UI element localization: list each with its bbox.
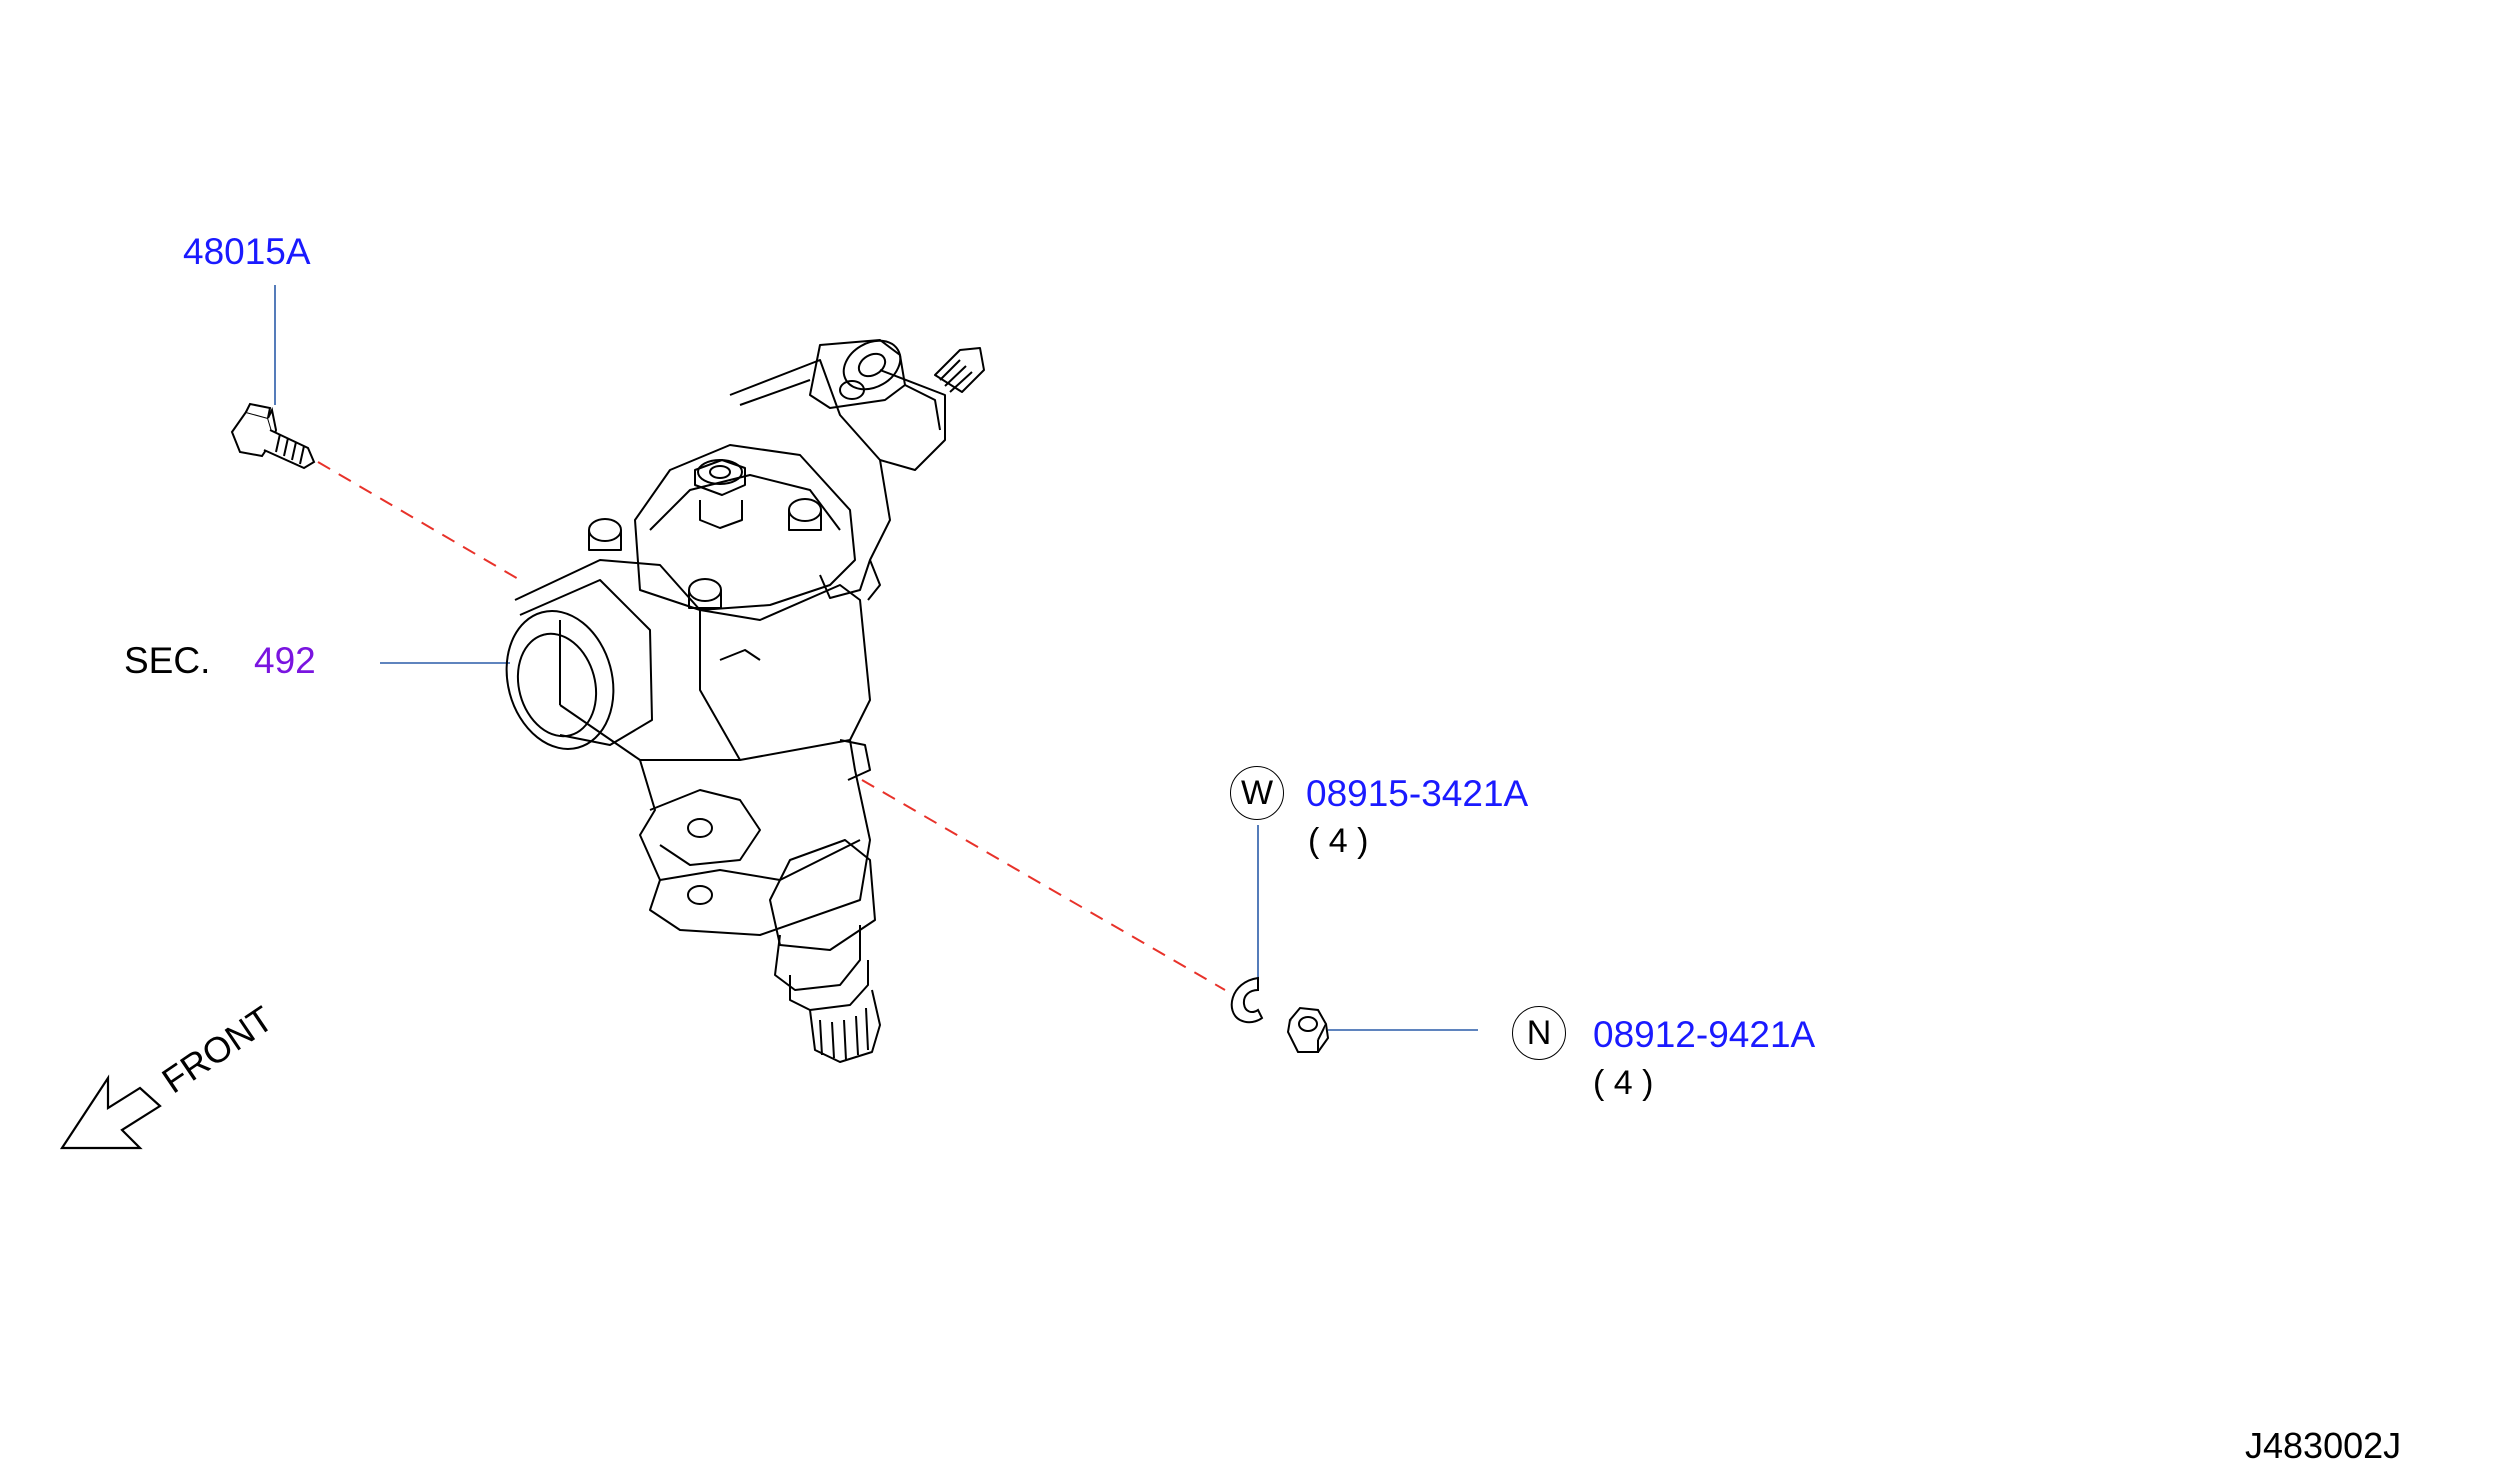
bolt-assembly-dashed-line xyxy=(317,461,521,581)
washer-quantity: ( 4 ) xyxy=(1308,822,1369,860)
nut-assembly-dashed-line xyxy=(861,779,1226,991)
nut-quantity: ( 4 ) xyxy=(1593,1064,1654,1102)
washer-part-drawing xyxy=(1230,976,1264,1024)
steering-gear-drawing xyxy=(505,339,985,1063)
nut-part-drawing xyxy=(1286,1006,1330,1053)
nut-part-number[interactable]: 08912-9421A xyxy=(1593,1014,1816,1055)
front-direction-arrow xyxy=(59,1074,162,1150)
section-prefix: SEC. xyxy=(124,640,211,681)
section-number-link[interactable]: 492 xyxy=(254,640,316,681)
bolt-part-number[interactable]: 48015A xyxy=(183,231,311,272)
nut-symbol-badge: N xyxy=(1512,1006,1566,1060)
figure-code: J483002J xyxy=(2245,1425,2402,1466)
washer-symbol-badge: W xyxy=(1230,766,1284,820)
washer-part-number[interactable]: 08915-3421A xyxy=(1306,773,1529,814)
bolt-part-drawing xyxy=(230,402,316,470)
